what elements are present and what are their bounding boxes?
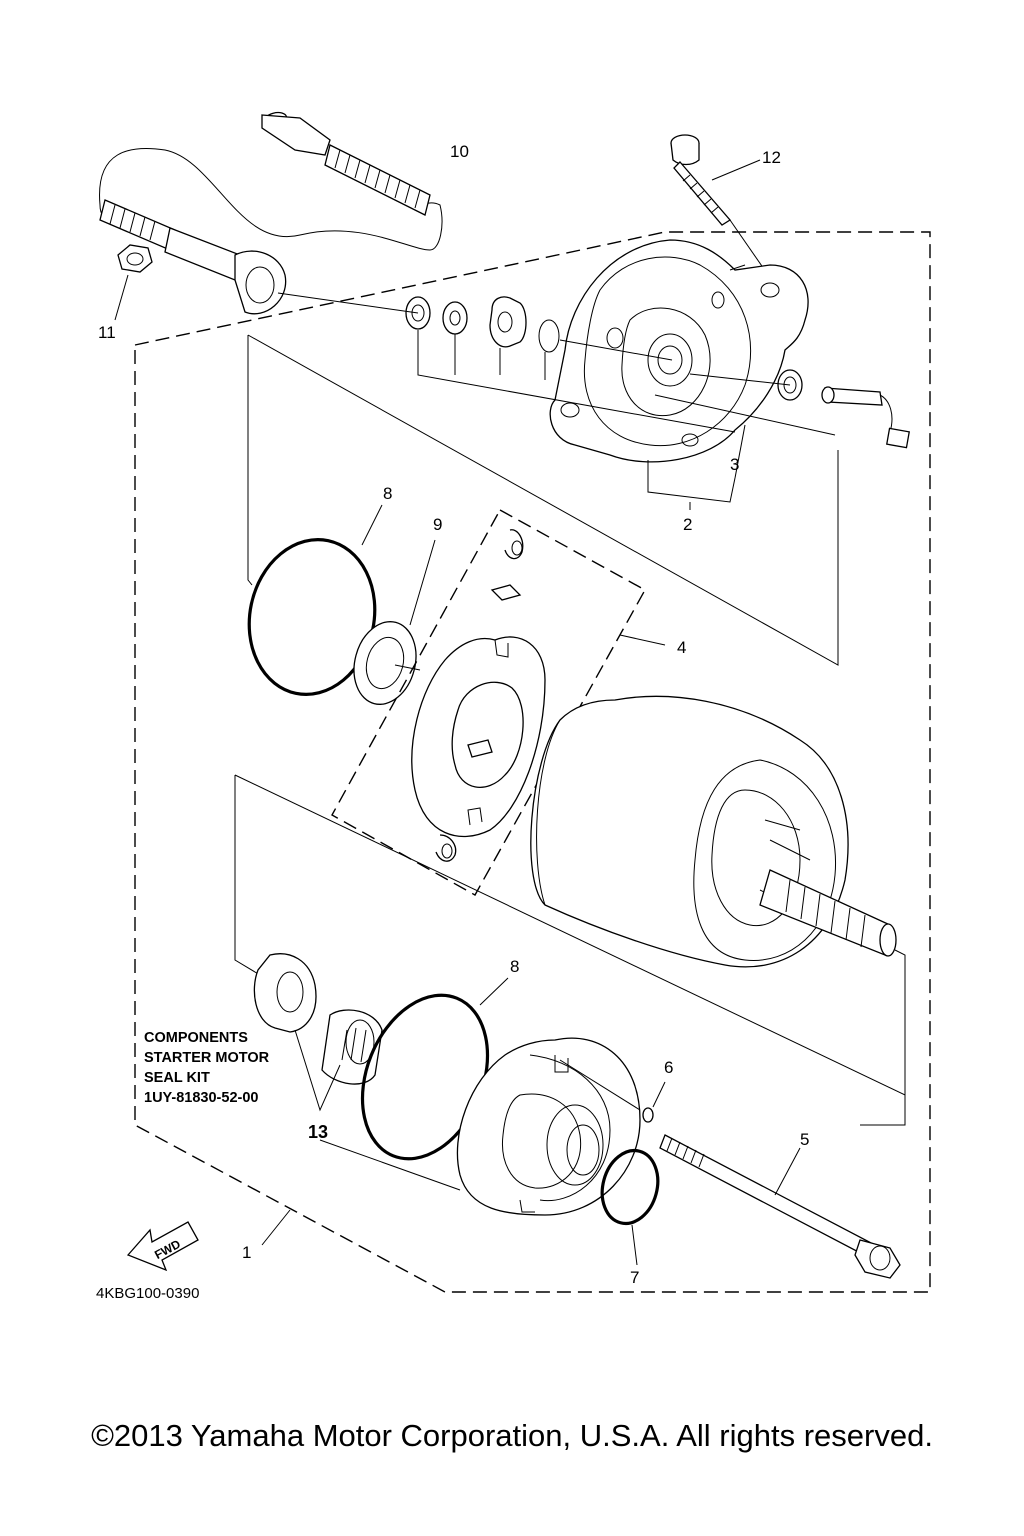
callout-7: 7 (630, 1268, 639, 1287)
bushing-set (277, 292, 910, 449)
callout-9: 9 (433, 515, 442, 534)
bolt-part-12 (670, 134, 776, 286)
callout-6: 6 (664, 1058, 673, 1077)
through-bolt-part-5 (659, 1134, 901, 1279)
callout-5: 5 (800, 1130, 809, 1149)
brush-holder-part-4 (331, 509, 666, 896)
callout-13: 13 (308, 1122, 328, 1142)
callout-11: 11 (98, 323, 116, 342)
callout-leader-1 (261, 1209, 291, 1246)
rear-cover-part-1 (319, 1037, 641, 1216)
callout-3: 3 (730, 455, 739, 474)
callout-2: 2 (683, 515, 692, 534)
kit-note-line-2: STARTER MOTOR (144, 1050, 270, 1066)
callout-10: 10 (450, 142, 469, 161)
lower-bracket-lines (234, 774, 906, 1126)
washer-part-9 (353, 539, 436, 705)
diagram-code: 4KBG100-0390 (96, 1285, 199, 1302)
lead-wire-part-10 (99, 111, 443, 315)
callout-12: 12 (762, 148, 781, 167)
callout-leaders-2-3 (647, 424, 746, 510)
nut-part-11 (114, 244, 153, 321)
callout-8-lower: 8 (510, 957, 519, 976)
fwd-arrow-icon: FWD (126, 1221, 199, 1272)
o-ring-part-7 (600, 1148, 660, 1266)
callout-1: 1 (242, 1243, 251, 1262)
callout-8-upper: 8 (383, 484, 392, 503)
kit-note-line-4: 1UY-81830-52-00 (144, 1090, 258, 1106)
kit-note-line-1: COMPONENTS (144, 1030, 248, 1046)
front-cover-part-2 (549, 239, 809, 463)
copyright-notice: ©2013 Yamaha Motor Corporation, U.S.A. A… (91, 1418, 933, 1453)
upper-bracket-lines (247, 334, 839, 666)
callout-4: 4 (677, 638, 686, 657)
kit-note-line-3: SEAL KIT (144, 1070, 210, 1086)
o-ring-part-6 (642, 1081, 666, 1123)
yoke-assembly (530, 695, 897, 968)
